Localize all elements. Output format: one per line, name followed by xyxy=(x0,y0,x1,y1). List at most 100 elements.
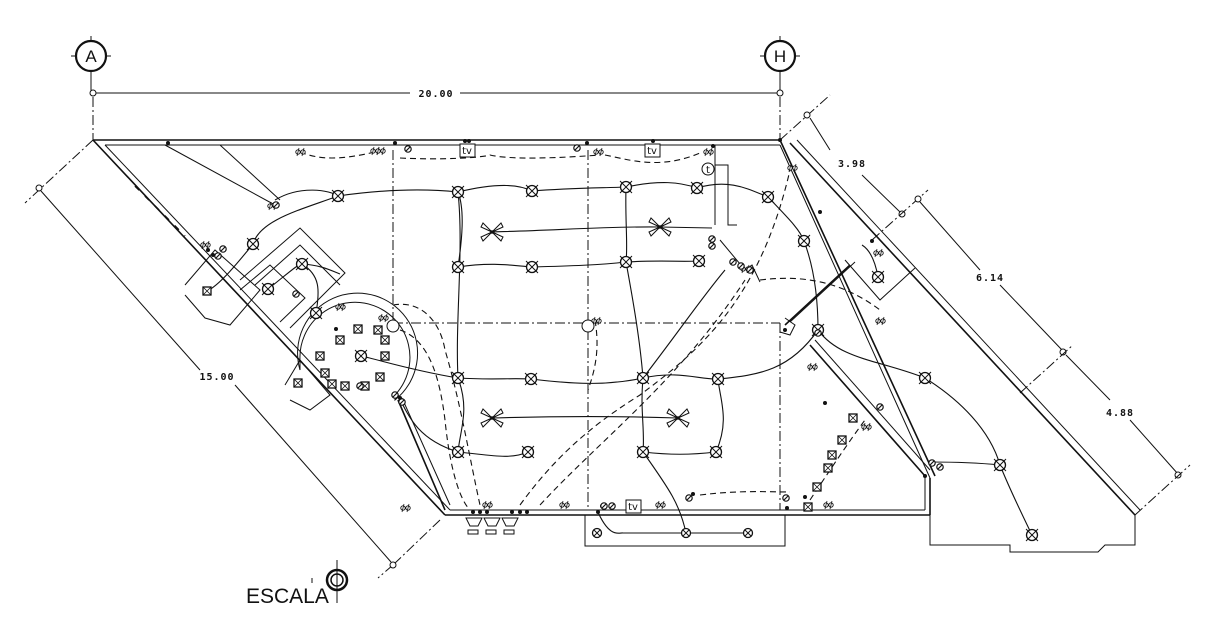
grid-axis-h: H xyxy=(760,36,800,92)
recessed-light-icon xyxy=(848,413,858,423)
outlet-icon xyxy=(655,500,666,510)
recessed-light-icon xyxy=(353,324,363,334)
wall-light-icon xyxy=(573,144,581,152)
ceiling-light-icon xyxy=(525,184,539,198)
dimension-left: 15.00 xyxy=(24,139,441,579)
outlet-icon xyxy=(295,147,306,157)
ceiling-light-icon xyxy=(354,349,368,363)
outlet-icon xyxy=(703,147,714,157)
wall-light-icon xyxy=(746,266,754,274)
wall-light-icon xyxy=(729,258,737,266)
tv-label: tv xyxy=(647,146,657,157)
switch-icon xyxy=(525,510,529,514)
tv-outlet: tv xyxy=(625,499,642,514)
ceiling-light-icon xyxy=(680,527,692,539)
recessed-light-icon xyxy=(827,450,837,460)
recessed-light-icon xyxy=(812,482,822,492)
tv-outlet: tv xyxy=(459,143,476,158)
switch-icon xyxy=(596,510,600,514)
recessed-light-icon xyxy=(375,372,385,382)
wall-light-icon xyxy=(600,502,608,510)
switch-icon xyxy=(778,138,782,142)
wall-light-icon xyxy=(292,290,300,298)
recessed-light-icon xyxy=(373,325,383,335)
wall-light-icon xyxy=(404,145,412,153)
grid-axis-a: A xyxy=(71,36,111,92)
ceiling-light-icon xyxy=(797,234,811,248)
wall-light-icon xyxy=(391,391,399,399)
recessed-light-icon xyxy=(380,351,390,361)
ceiling-fan-icon xyxy=(648,217,672,237)
wall-light-icon xyxy=(782,494,790,502)
scale-indicator: ESCALA xyxy=(246,560,349,608)
switch-icon xyxy=(463,139,467,143)
recessed-light-icon xyxy=(335,335,345,345)
outlet-icon xyxy=(861,422,872,432)
ceiling-light-icon xyxy=(525,260,539,274)
scale-label: ESCALA xyxy=(246,585,329,608)
wall-light-icon xyxy=(214,252,222,260)
ceiling-light-icon xyxy=(1025,528,1039,542)
recessed-light-icon xyxy=(315,351,325,361)
ceiling-light-icon xyxy=(918,371,932,385)
ceiling-light-icon xyxy=(331,189,345,203)
outlet-icon xyxy=(559,500,570,510)
ceiling-light-icon xyxy=(636,371,650,385)
wall-light-icon xyxy=(814,329,822,337)
ceiling-light-icon xyxy=(451,185,465,199)
vanity-fixtures xyxy=(465,517,519,535)
dimension-top: 20.00 xyxy=(89,89,784,140)
outlet-icon xyxy=(335,302,346,312)
ceiling-light-icon xyxy=(761,190,775,204)
switch-icon xyxy=(518,510,522,514)
ceiling-fan-icon xyxy=(480,222,504,242)
switch-icon xyxy=(467,139,471,143)
switch-icon xyxy=(334,327,338,331)
outlet-icon xyxy=(875,316,886,326)
switch-icon xyxy=(206,248,210,252)
ceiling-light-icon xyxy=(619,180,633,194)
switch-icon xyxy=(478,510,482,514)
recessed-lights xyxy=(202,286,858,512)
wall-light-icon xyxy=(219,245,227,253)
switch-icon xyxy=(651,139,655,143)
outlet-icon xyxy=(400,503,411,513)
outlet-icon xyxy=(873,248,884,258)
tv-label: tv xyxy=(462,146,472,157)
outlets xyxy=(200,144,944,513)
switch-icon xyxy=(691,492,695,496)
dashed-conduits xyxy=(299,151,881,511)
wall-light-icon xyxy=(685,494,693,502)
wall-light-icon xyxy=(708,242,716,250)
switch-icon xyxy=(818,210,822,214)
outlet-icon xyxy=(378,313,389,323)
thermostat-icon: t xyxy=(701,162,715,176)
recessed-light-icon xyxy=(320,368,330,378)
ceiling-light-icon xyxy=(742,527,754,539)
dimension-label: 20.00 xyxy=(418,89,453,100)
switch-icon xyxy=(510,510,514,514)
switches xyxy=(166,138,927,514)
junction-box-icon xyxy=(386,319,400,333)
recessed-light-icon xyxy=(380,335,390,345)
outlet-icon xyxy=(200,240,211,250)
wall-light-icon xyxy=(928,459,936,467)
dimension-right: 3.98 6.14 4.88 xyxy=(779,94,1191,516)
recessed-light-icon xyxy=(327,379,337,389)
recessed-light-icon xyxy=(837,435,847,445)
ceiling-light-icon xyxy=(521,445,535,459)
wall-light-icon xyxy=(356,382,364,390)
ceiling-light-icon xyxy=(246,237,260,251)
ceiling-light-icon xyxy=(690,181,704,195)
dimension-label: 3.98 xyxy=(838,159,866,170)
tv-outlet: tv xyxy=(644,143,661,158)
thermostat-label: t xyxy=(706,165,710,176)
switch-icon xyxy=(485,510,489,514)
recessed-light-icon xyxy=(202,286,212,296)
outlet-icon xyxy=(787,163,798,173)
switch-icon xyxy=(783,328,787,332)
ceiling-light-icon xyxy=(993,458,1007,472)
ceiling-fans xyxy=(480,217,690,428)
recessed-light-icon xyxy=(823,463,833,473)
